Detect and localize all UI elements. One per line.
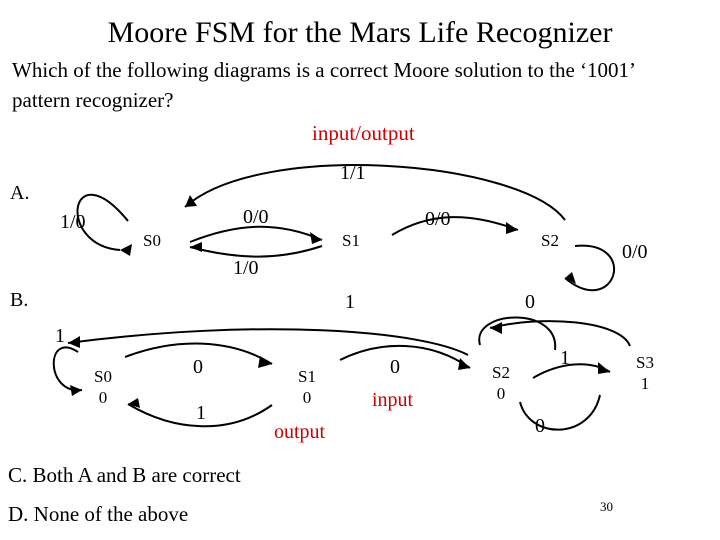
slide-title: Moore FSM for the Mars Life Recognizer xyxy=(107,16,613,49)
a-edge-s1-s2-label: 0/0 xyxy=(425,208,451,230)
a-edge-s1-s0-label: 1/0 xyxy=(233,257,259,279)
b-edge-s2-self-label: 0 xyxy=(535,415,545,437)
page-number: 30 xyxy=(600,499,613,514)
a-edge-s0-s1-label: 0/0 xyxy=(243,206,269,228)
legend-input-output: input/output xyxy=(312,121,415,145)
b-edge-s1-s0-label: 1 xyxy=(196,402,206,424)
option-c[interactable]: C. Both A and B are correct xyxy=(8,463,241,487)
a-edge-s0-s1 xyxy=(189,225,323,243)
a-edge-s2-s0-label: 1/1 xyxy=(340,162,366,184)
a-state-s0: S0 xyxy=(143,231,161,250)
question-line-1: Which of the following diagrams is a cor… xyxy=(12,58,637,82)
b-state-s0: S0 0 xyxy=(94,367,112,408)
b-edge-s3-s2 xyxy=(489,320,631,347)
b-edge-s0-self xyxy=(52,346,83,392)
b-edge-s3-s2-loop xyxy=(519,394,601,431)
a-arrow-s2-self xyxy=(565,272,576,284)
b-arrow-s0-s1 xyxy=(258,356,272,368)
a-edge-s2-self-label: 0/0 xyxy=(622,241,648,263)
question-line-2: pattern recognizer? xyxy=(12,88,174,112)
a-arrow-s1-s0 xyxy=(190,242,202,252)
b-arrow-s2-s3 xyxy=(598,362,610,374)
a-edge-s2-self xyxy=(564,244,615,292)
b-arrow-s1-s2 xyxy=(458,358,470,370)
b-edge-s1-s0-top-label: 1 xyxy=(345,291,355,313)
a-state-s2: S2 xyxy=(541,231,559,250)
a-arrow-s0-s1 xyxy=(310,232,322,244)
b-edge-s0-s1-label: 0 xyxy=(193,356,203,378)
b-arrow-s0-self xyxy=(70,385,82,396)
a-arrow-s2-s0 xyxy=(185,195,197,207)
b-edge-s0-self-label: 1 xyxy=(55,325,65,347)
a-arrow-s1-s2 xyxy=(506,222,518,234)
b-arrow-s1-s0-top xyxy=(68,336,80,348)
a-state-s1: S1 xyxy=(342,231,360,250)
b-edge-s1-s0-top xyxy=(67,328,469,356)
a-edge-s1-s0 xyxy=(189,245,323,258)
b-annotation-output: output xyxy=(274,421,326,443)
b-annotation-input: input xyxy=(372,389,414,411)
b-edge-s2-s3-label: 1 xyxy=(560,347,570,369)
b-state-s3: S3 1 xyxy=(636,353,654,394)
a-edge-s2-s0 xyxy=(184,164,566,221)
b-edge-s1-s2 xyxy=(339,344,471,369)
a-edge-s0-self xyxy=(76,193,129,251)
b-edge-s3-s2-label: 0 xyxy=(525,291,535,313)
b-edge-s2-self xyxy=(478,316,557,351)
b-arrow-s3-s2 xyxy=(490,322,502,334)
diagram-b-label: B. xyxy=(10,289,29,311)
b-edge-s1-s2-label: 0 xyxy=(390,356,400,378)
b-edge-s0-s1 xyxy=(124,342,273,365)
a-arrow-s0-self xyxy=(120,244,132,256)
option-d[interactable]: D. None of the above xyxy=(8,502,189,526)
b-state-s1: S1 0 xyxy=(298,367,316,408)
a-edge-s1-s2 xyxy=(391,216,519,236)
b-arrow-s1-s0 xyxy=(128,398,140,408)
b-edge-s1-s0 xyxy=(127,403,273,428)
diagram-a-label: A. xyxy=(10,182,30,204)
b-state-s2: S2 0 xyxy=(492,363,510,404)
a-edge-s0-self-label: 1/0 xyxy=(60,211,86,233)
